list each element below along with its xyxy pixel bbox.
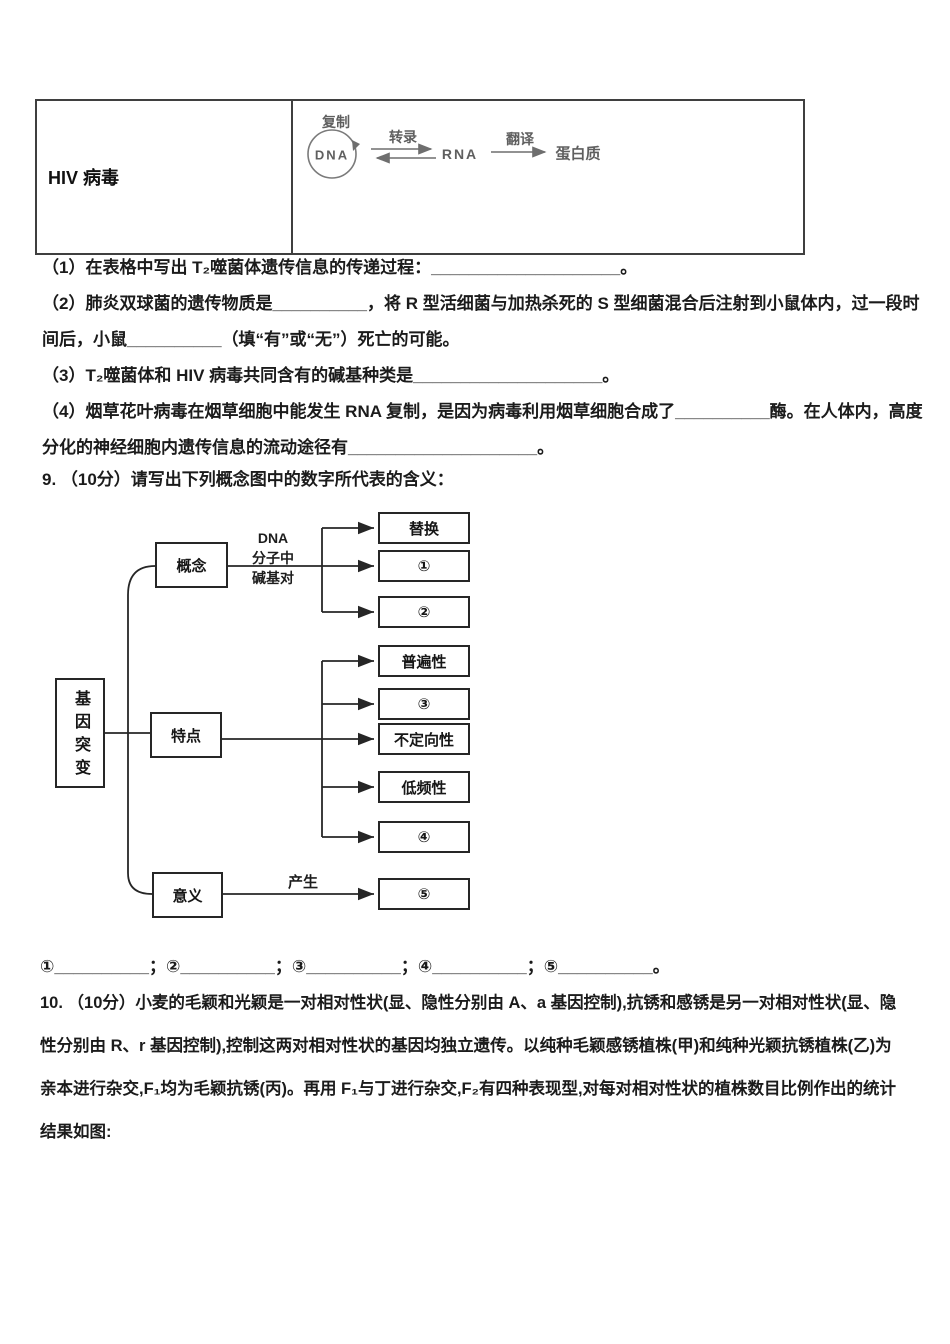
question-line: 亲本进行杂交,F₁均为毛颖抗锈(丙)。再用 F₁与丁进行杂交,F₂有四种表现型,… [40,1080,897,1098]
protein-label: 蛋白质 [555,145,601,163]
replication-label: 复制 [322,114,350,130]
child-box-4: ④ [378,821,470,853]
question-line: 间后，小鼠__________（填“有”或“无”）死亡的可能。 [42,330,460,349]
branch-box-trait: 特点 [150,712,222,758]
hiv-table: HIV 病毒 复制 DNA 转录 RNA 翻译 [35,99,805,255]
hiv-table-row-label: HIV 病毒 [37,101,293,253]
child-box-substitution: 替换 [378,512,470,544]
child-box-5: ⑤ [378,878,470,910]
question-line: 结果如图: [40,1123,112,1141]
child-box-3: ③ [378,688,470,720]
child-box-2: ② [378,596,470,628]
child-box-lowfrequency: 低频性 [378,771,470,803]
branch-box-meaning: 意义 [152,872,223,918]
branch-box-concept: 概念 [155,542,228,588]
child-box-universality: 普遍性 [378,645,470,677]
question-line: 10. （10分）小麦的毛颖和光颖是一对相对性状(显、隐性分别由 A、a 基因控… [40,994,897,1012]
root-box-gene-mutation: 基因突变 [55,678,105,788]
dna-label: DNA [314,147,350,163]
child-box-nondirectional: 不定向性 [378,723,470,755]
edge-label-produce: 产生 [287,874,318,891]
translation-label: 翻译 [506,131,534,147]
concept-map-arrows-icon [105,521,374,901]
question-line: （1）在表格中写出 T₂噬菌体遗传信息的传递过程：_______________… [42,258,638,277]
transcription-label: 转录 [389,129,417,145]
child-box-1: ① [378,550,470,582]
central-dogma-cell: 复制 DNA 转录 RNA 翻译 蛋白质 [293,101,803,253]
question-10-block: 10. （10分）小麦的毛颖和光颖是一对相对性状(显、隐性分别由 A、a 基因控… [40,982,946,1154]
question-line: （3）T₂噬菌体和 HIV 病毒共同含有的碱基种类是______________… [42,366,620,385]
central-dogma-arrows-icon [307,129,547,179]
question-9-heading: 9. （10分）请写出下列概念图中的数字所代表的含义： [42,470,454,489]
question-line: （2）肺炎双球菌的遗传物质是__________，将 R 型活细菌与加热杀死的 … [42,294,920,313]
gene-mutation-concept-map: DNA 分子中 碱基对 产生 基因突变 概念 特点 意义 替换 ① ② 普遍性 … [40,495,505,940]
question-line: 分化的神经细胞内遗传信息的流动途径有____________________。 [42,438,555,457]
rna-label: RNA [441,146,479,162]
edge-label-dna-basepair: DNA 分子中 碱基对 [252,530,294,586]
question-line: 性分别由 R、r 基因控制),控制这两对相对性状的基因均独立遗传。以纯种毛颖感锈… [40,1037,892,1055]
question-line: （4）烟草花叶病毒在烟草细胞中能发生 RNA 复制，是因为病毒利用烟草细胞合成了… [42,402,923,421]
question-9-blanks: ①__________；②__________；③__________；④___… [40,957,670,976]
question-8-block: （1）在表格中写出 T₂噬菌体遗传信息的传递过程：_______________… [42,250,937,466]
